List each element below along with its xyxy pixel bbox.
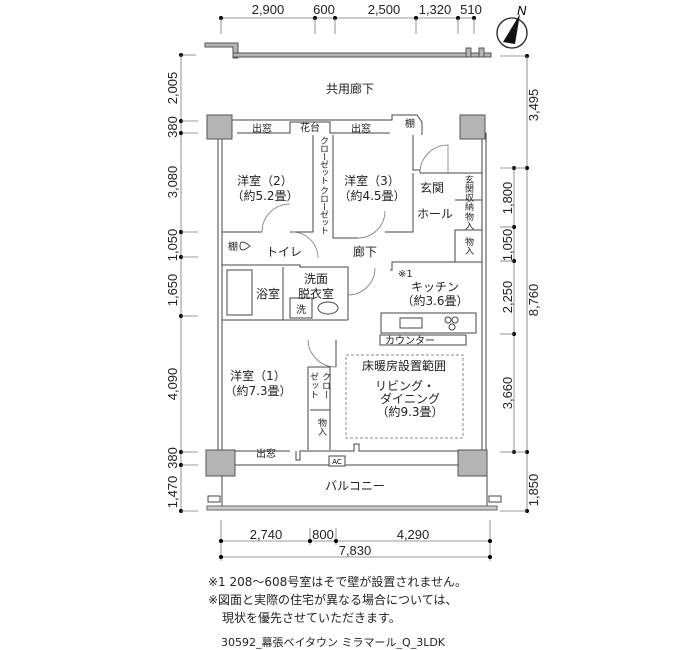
- dim-top-1: 2,900: [252, 2, 285, 17]
- label-closet-c2: ゼット: [308, 372, 319, 399]
- shared-corridor-edge: [179, 42, 529, 59]
- dim-top-4: 1,320: [419, 2, 452, 17]
- label-closet-c1: クロー: [320, 372, 330, 399]
- label-bay-window-top-left: 出窓: [252, 122, 272, 135]
- dim-left-3: 3,080: [165, 166, 180, 199]
- compass-label: N: [517, 3, 527, 18]
- label-ac: AC: [332, 458, 342, 466]
- label-counter: カウンター: [385, 335, 435, 347]
- label-bath: 浴室: [256, 286, 280, 301]
- label-floor-heating: 床暖房設置範囲: [362, 358, 446, 373]
- label-shared-corridor: 共用廊下: [326, 81, 374, 96]
- dim-left-7: 380: [165, 447, 180, 469]
- dim-right-inner-4: 3,660: [500, 377, 515, 410]
- label-storage-hall-2: 物入: [463, 236, 474, 255]
- label-shelf-toilet: 棚: [228, 240, 238, 253]
- label-kitchen-size: （約3.6畳）: [401, 293, 468, 308]
- label-closet-a: クローゼット: [318, 136, 329, 185]
- note-3: 現状を優先させていただきます。: [222, 611, 401, 625]
- label-living-1: リビング・: [375, 379, 435, 393]
- note-2: ※図面と実際の住宅が異なる場合については、: [208, 593, 458, 607]
- label-western-room-1-size: （約7.3畳）: [224, 383, 291, 398]
- label-storage-western-1: 物入: [316, 417, 327, 436]
- top-dimensions: 2,900 600 2,500 1,320 510: [219, 2, 482, 34]
- label-washroom-1: 洗面: [304, 272, 328, 286]
- dim-left-4: 1,050: [165, 229, 180, 262]
- label-kitchen: キッチン: [411, 280, 459, 294]
- label-hallway: 廊下: [353, 244, 377, 259]
- label-closet-b: クローゼット: [318, 186, 329, 235]
- dim-right-inner-1: 1,800: [500, 182, 515, 215]
- right-dimensions: 3,495 8,760 1,850 1,800 1,050 2,250 3,66…: [500, 56, 541, 513]
- dim-left-8: 1,470: [165, 476, 180, 509]
- dim-bottom-total: 7,830: [339, 543, 372, 558]
- plan-caption: 30592_幕張ベイタウン ミラマール_Q_3LDK: [221, 636, 446, 649]
- label-toilet: トイレ: [266, 245, 302, 259]
- dim-bottom-3: 4,290: [397, 527, 430, 542]
- dim-top-5: 510: [460, 2, 482, 17]
- label-western-room-1: 洋室（1）: [230, 368, 286, 383]
- ac-outlet-icon: [328, 455, 346, 467]
- dim-right-outer-2: 8,760: [526, 284, 541, 317]
- dim-left-5: 1,650: [165, 274, 180, 307]
- bottom-dimensions: 2,740 800 4,290 7,830: [219, 520, 492, 561]
- dim-right-inner-3: 2,250: [500, 281, 515, 314]
- label-washroom-2: 脱衣室: [298, 286, 334, 301]
- dim-top-3: 2,500: [368, 2, 401, 17]
- dim-top-2: 600: [313, 2, 335, 17]
- dim-left-1: 2,005: [165, 72, 180, 105]
- north-compass-icon: N: [496, 3, 528, 49]
- dim-left-6: 4,090: [165, 368, 180, 401]
- label-hall: ホール: [417, 207, 453, 221]
- dim-right-inner-2: 1,050: [500, 229, 515, 262]
- dim-bottom-2: 800: [312, 527, 334, 542]
- label-living-size: （約9.3畳）: [376, 404, 443, 419]
- label-western-room-2: 洋室（2）: [237, 173, 293, 188]
- label-balcony: バルコニー: [325, 479, 385, 493]
- label-kitchen-note: ※1: [398, 269, 413, 280]
- label-western-room-2-size: （約5.2畳）: [231, 188, 298, 203]
- note-1: ※1 208～608号室はそで壁が設置されません。: [208, 575, 467, 589]
- dim-bottom-1: 2,740: [250, 527, 283, 542]
- label-storage-hall-1: 物入: [463, 211, 474, 230]
- label-bay-window-bottom: 出窓: [256, 447, 276, 460]
- label-entrance: 玄関: [420, 180, 444, 195]
- label-entrance-storage: 玄関収納: [463, 174, 474, 212]
- label-washer: 洗: [296, 304, 306, 316]
- dim-right-outer-1: 3,495: [526, 89, 541, 122]
- label-living-2: ダイニング: [380, 391, 440, 406]
- walls: [205, 114, 502, 511]
- left-dimensions: 2,005 380 3,080 1,050 1,650 4,090 380 1,…: [165, 55, 198, 513]
- label-bay-window-top-right: 出窓: [351, 122, 371, 135]
- dim-left-2: 380: [165, 116, 180, 138]
- label-shelf-top: 棚: [405, 117, 415, 130]
- label-western-room-3: 洋室（3）: [344, 173, 400, 188]
- dim-right-outer-3: 1,850: [526, 474, 541, 507]
- label-flower-stand: 花台: [300, 121, 320, 134]
- label-western-room-3-size: （約4.5畳）: [338, 188, 405, 203]
